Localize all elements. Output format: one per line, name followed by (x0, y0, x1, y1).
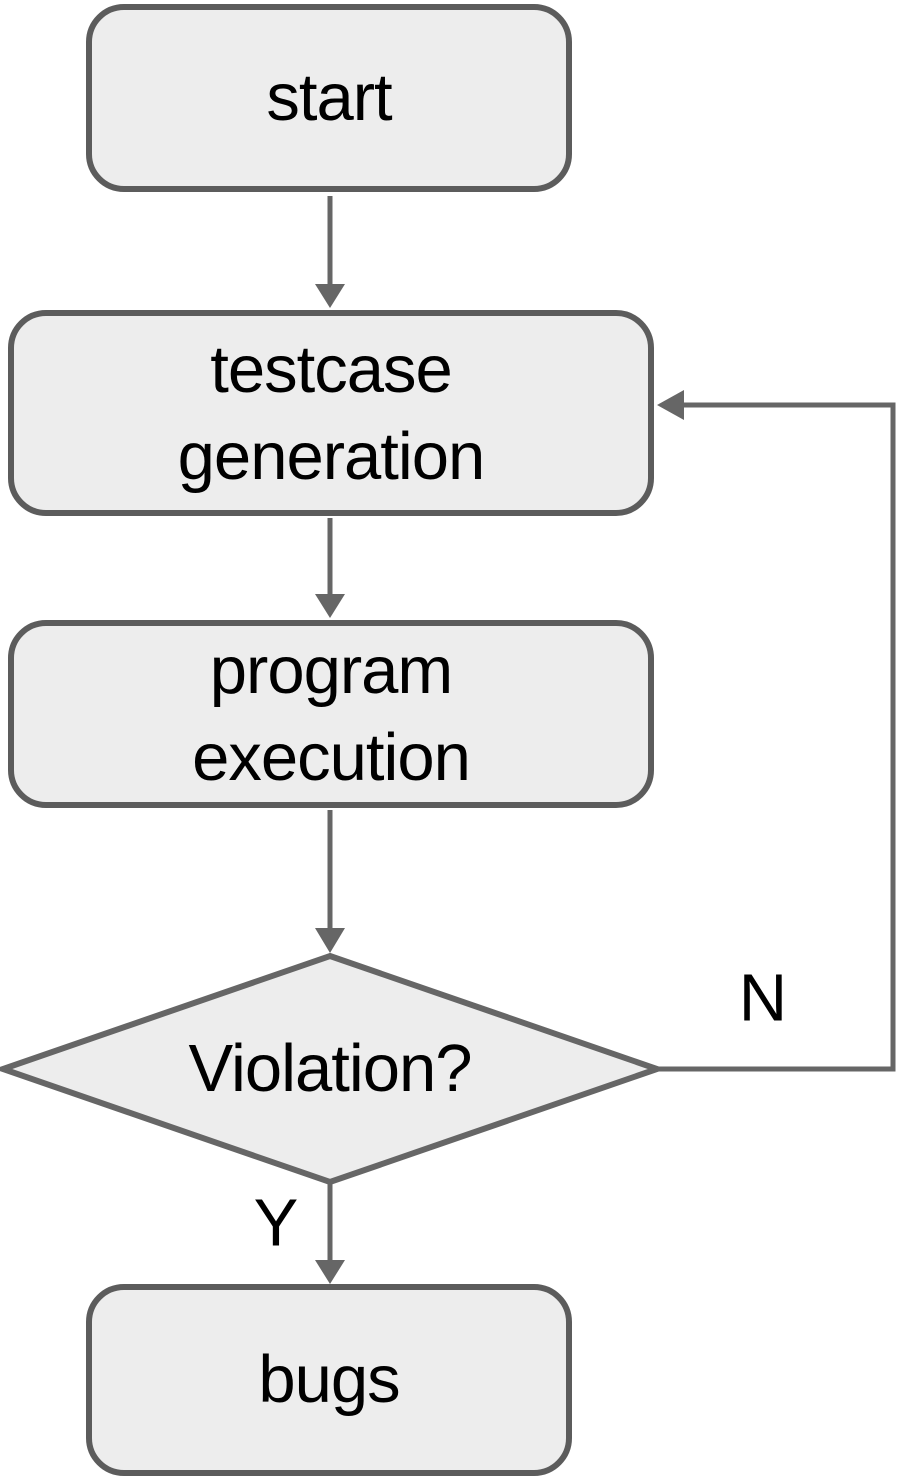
node-testcase-generation-label: testcase generation (177, 331, 486, 494)
node-start-label: start (266, 60, 392, 136)
node-start: start (86, 4, 572, 192)
node-bugs-label: bugs (258, 1342, 400, 1418)
arrow-violation-to-bugs (315, 1182, 345, 1284)
arrow-start-to-testcase-generation (315, 196, 345, 308)
node-program-execution: program execution (8, 620, 654, 808)
edge-label-yes: Y (253, 1185, 299, 1261)
edge-label-no: N (738, 960, 788, 1036)
node-program-execution-label: program execution (192, 632, 471, 795)
arrow-testcase-generation-to-program-execution (315, 518, 345, 618)
node-violation-label: Violation? (188, 1031, 472, 1106)
arrow-violation-to-testcase-generation-loop (657, 390, 896, 1072)
node-bugs: bugs (86, 1284, 572, 1476)
node-testcase-generation: testcase generation (8, 310, 654, 516)
arrow-program-execution-to-violation (315, 810, 345, 953)
node-violation-diamond (0, 952, 667, 1186)
